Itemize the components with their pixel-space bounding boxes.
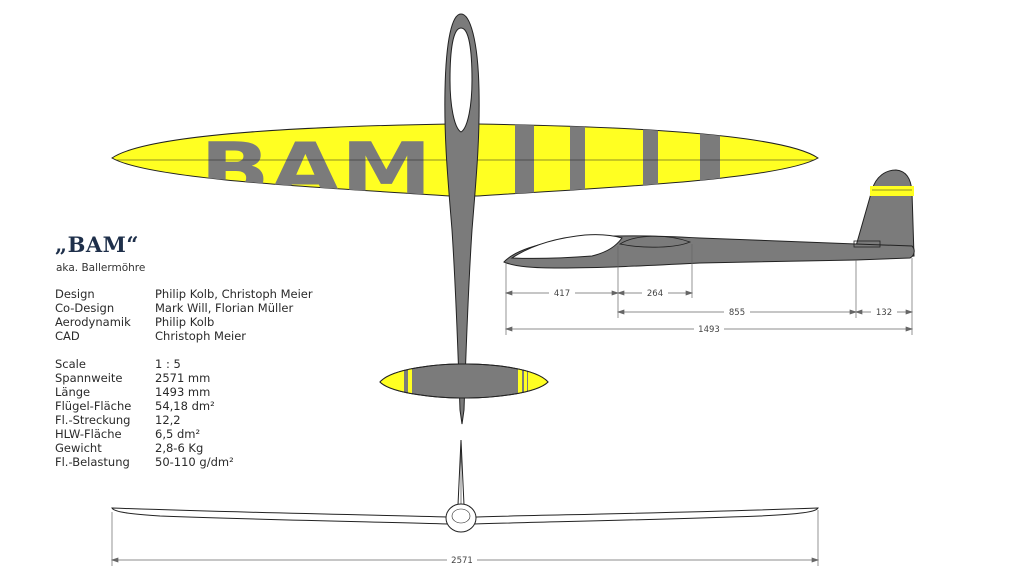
dim-total-length: 1493 [698,325,720,335]
credit-value: Philip Kolb [155,315,215,329]
spec-label: Flügel-Fläche [55,399,132,413]
credit-row: Design Philip Kolb, Christoph Meier [55,287,313,301]
credits-table: Design Philip Kolb, Christoph Meier Co-D… [55,287,313,343]
canopy-side [510,234,623,259]
spec-value: 1493 mm [155,385,211,399]
specs-table: Scale 1 : 5 Spannweite 2571 mm Länge 1493 m… [55,357,234,469]
side-view [503,169,915,269]
spec-row: Flügel-Fläche 54,18 dm² [55,399,234,413]
spec-value: 2,8-6 Kg [155,441,204,455]
fuselage-front [445,503,477,533]
spec-value: 12,2 [155,413,181,427]
credit-row: Aerodynamik Philip Kolb [55,315,313,329]
credit-value: Mark Will, Florian Müller [155,301,294,315]
dim-wing-chord: 264 [647,289,663,299]
spec-row: HLW-Fläche 6,5 dm² [55,427,234,441]
spec-value: 1 : 5 [155,357,181,371]
dim-tail-chord: 132 [876,308,892,318]
model-subtitle: aka. Ballermöhre [56,262,146,274]
spec-label: Länge [55,385,91,399]
model-title: „BAM“ [55,232,139,257]
wing-lettering: BAM [200,127,432,211]
spec-value: 54,18 dm² [155,399,215,413]
horizontal-tail [379,363,549,399]
credit-label: Design [55,287,95,301]
spec-row: Gewicht 2,8-6 Kg [55,441,234,455]
spec-value: 6,5 dm² [155,427,201,441]
front-view [111,439,819,533]
spec-row: Scale 1 : 5 [55,357,234,371]
spec-label: Gewicht [55,441,102,455]
credit-label: Co-Design [55,301,115,315]
spec-label: Scale [55,357,86,371]
credit-value: Christoph Meier [155,329,247,343]
dim-wing-to-tail: 855 [729,308,745,318]
dim-span: 2571 [451,556,473,566]
spec-row: Fl.-Belastung 50-110 g/dm² [55,455,234,469]
credit-label: CAD [55,329,80,343]
spec-label: Fl.-Belastung [55,455,130,469]
spec-row: Spannweite 2571 mm [55,371,234,385]
spec-value: 50-110 g/dm² [155,455,234,469]
credit-row: CAD Christoph Meier [55,329,313,343]
front-view-dimension [110,510,820,566]
wing-root-fairing [618,235,692,248]
spec-value: 2571 mm [155,371,211,385]
credit-row: Co-Design Mark Will, Florian Müller [55,301,313,315]
canopy-top [449,27,473,133]
spec-label: Spannweite [55,371,123,385]
stabilizer-root [853,240,881,248]
spec-label: HLW-Fläche [55,427,122,441]
spec-label: Fl.-Streckung [55,413,131,427]
spec-row: Fl.-Streckung 12,2 [55,413,234,427]
credit-label: Aerodynamik [55,315,131,329]
spec-row: Länge 1493 mm [55,385,234,399]
dim-nose-to-wing: 417 [554,289,570,299]
tail-yellow-stripe [870,186,914,196]
side-view-dimension-labels: 417 264 855 132 1493 [549,288,897,335]
credit-value: Philip Kolb, Christoph Meier [155,287,313,301]
